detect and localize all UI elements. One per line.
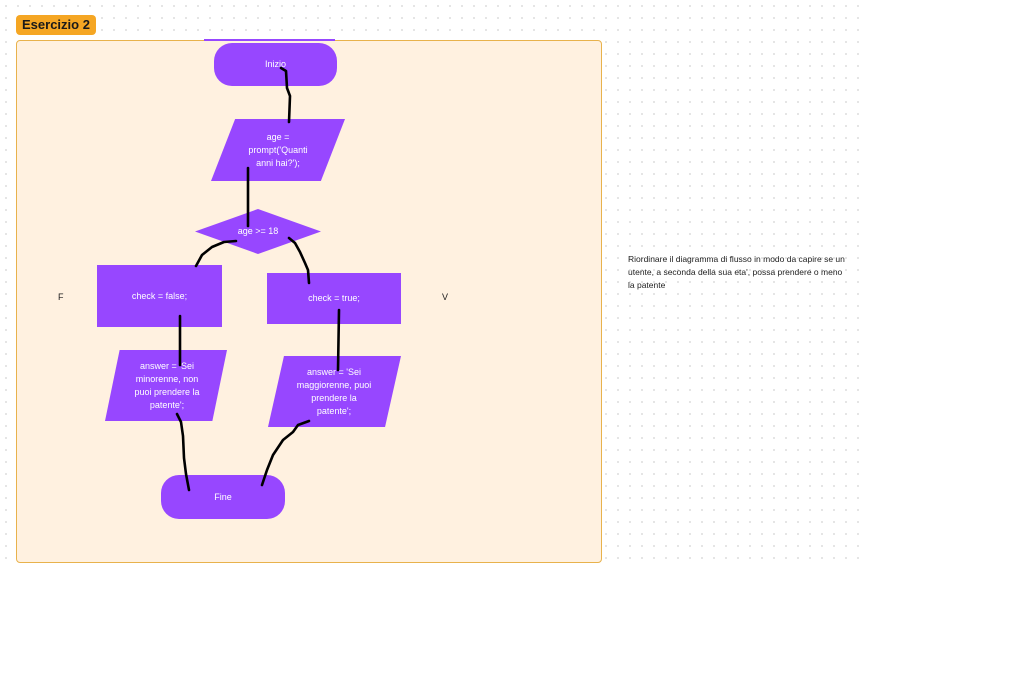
connector-true-assign-answer [336, 308, 341, 372]
false-branch-label: F [58, 292, 64, 302]
true-assign-label: check = true; [308, 293, 360, 303]
connector-true-answer-end [260, 419, 311, 487]
connector-condition-false [194, 239, 238, 268]
selection-edge [204, 39, 335, 41]
false-answer-label: answer = 'Sei minorenne, non puoi prende… [134, 360, 200, 410]
connector-false-answer-end [175, 412, 191, 492]
false-assign-node[interactable] [97, 265, 222, 327]
true-answer-label: answer = 'Sei maggiorenne, puoi prendere… [296, 366, 372, 416]
input-node-label: age = prompt('Quanti anni hai?'); [248, 131, 308, 168]
connector-condition-true [287, 236, 311, 285]
false-assign-label: check = false; [131, 290, 188, 301]
exercise-instructions: Riordinare il diagramma di flusso in mod… [628, 254, 845, 290]
connector-start-input [279, 66, 292, 124]
frame-title-badge[interactable]: Esercizio 2 [16, 15, 96, 35]
end-node-label: Fine [214, 491, 232, 502]
false-answer-node[interactable] [105, 350, 227, 421]
true-answer-node[interactable] [268, 356, 401, 427]
start-node[interactable] [214, 43, 337, 86]
condition-node-label: age >= 18 [237, 226, 279, 236]
true-assign-node[interactable] [267, 273, 401, 324]
true-branch-label: V [442, 292, 449, 302]
start-node-label: Inizio [264, 59, 286, 69]
end-node[interactable] [161, 475, 285, 519]
input-node[interactable] [211, 119, 345, 181]
